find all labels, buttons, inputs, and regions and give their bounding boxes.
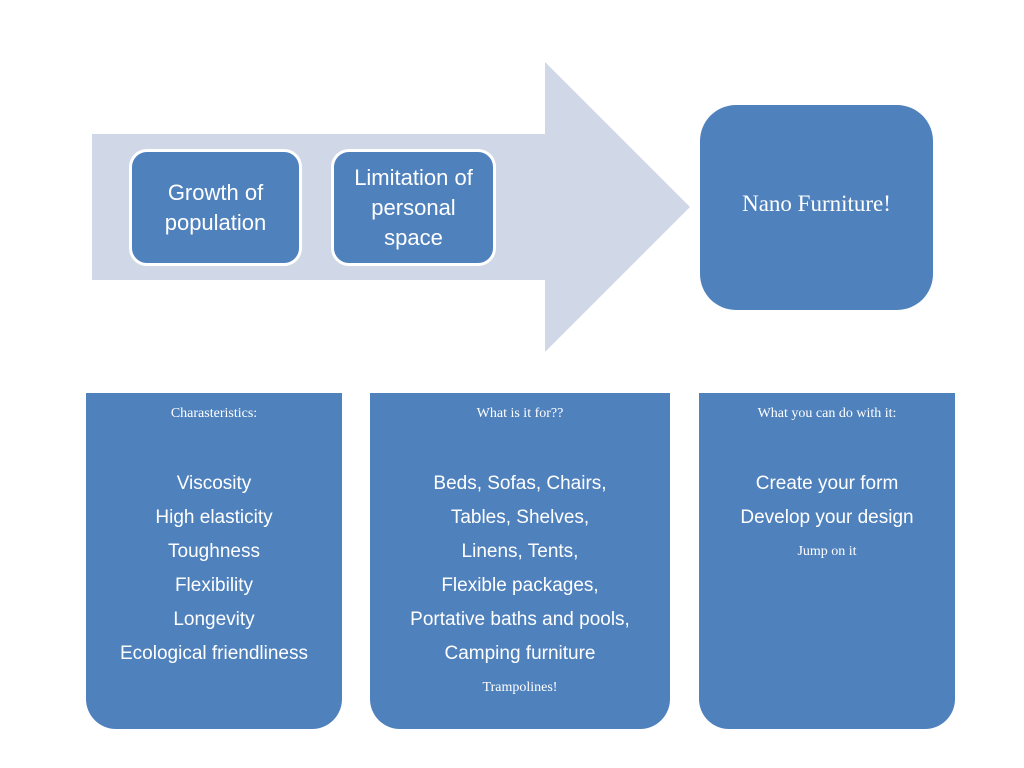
list-item: High elasticity [155,507,273,528]
list-item: Ecological friendliness [120,643,308,664]
list-item: Flexible packages, [441,575,599,596]
characteristics-list: Viscosity High elasticity Toughness Flex… [86,467,342,671]
result-box-nano-furniture: Nano Furniture! [700,105,933,310]
step-box-growth-of-population: Growth of population [129,149,302,266]
step-box-limitation-of-personal-space: Limitation of personal space [331,149,496,266]
characteristics-heading: Charasteristics: [170,406,258,421]
list-item: Tables, Shelves, [450,507,590,528]
uses-note: Trampolines! [482,680,558,695]
actions-box: What you can do with it: Create your for… [699,393,955,729]
uses-heading: What is it for?? [476,406,564,421]
list-item: Viscosity [176,473,252,494]
result-label: Nano Furniture! [742,191,891,216]
step-label: Growth of population [164,179,267,235]
actions-list: Create your form Develop your design [699,467,955,535]
uses-list: Beds, Sofas, Chairs, Tables, Shelves, Li… [370,467,670,671]
characteristics-box: Charasteristics: Viscosity High elastici… [86,393,342,729]
list-item: Linens, Tents, [461,541,579,562]
list-item: Longevity [173,609,255,630]
list-item: Toughness [168,541,260,562]
actions-heading: What you can do with it: [757,406,897,421]
list-item: Portative baths and pools, [410,609,630,630]
actions-note: Jump on it [797,544,857,559]
uses-box: What is it for?? Beds, Sofas, Chairs, Ta… [370,393,670,729]
step-label: Limitation of personal space [354,164,473,250]
list-item: Create your form [755,473,899,494]
list-item: Flexibility [174,575,254,596]
list-item: Camping furniture [444,643,596,664]
list-item: Beds, Sofas, Chairs, [433,473,607,494]
list-item: Develop your design [740,507,914,528]
